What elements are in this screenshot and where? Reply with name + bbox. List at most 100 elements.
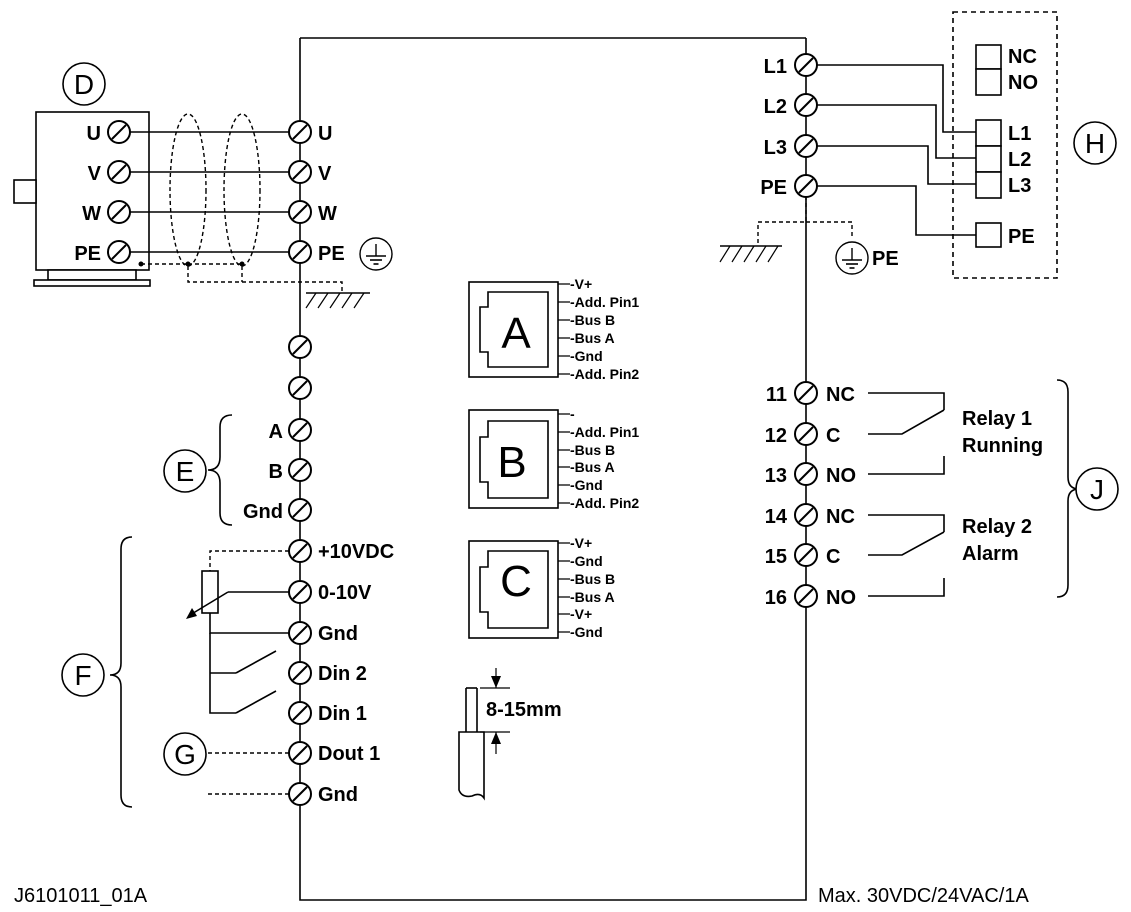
bus-terminal-a: A xyxy=(269,418,312,443)
svg-text:C: C xyxy=(826,425,840,447)
relay-terminal-15: 15 C xyxy=(765,543,840,568)
svg-text:L3: L3 xyxy=(764,137,787,159)
relay-1-contact-icon xyxy=(868,392,945,475)
relay-2-contact-icon xyxy=(868,514,945,597)
svg-text:15: 15 xyxy=(765,546,787,568)
bus-terminal-gnd: Gnd xyxy=(243,498,312,523)
svg-text:L3: L3 xyxy=(1008,175,1031,197)
svg-text:L1: L1 xyxy=(764,56,787,78)
motor-terminal-u: U xyxy=(87,120,131,145)
motor-earth-icon xyxy=(359,237,393,271)
svg-text:NC: NC xyxy=(1008,46,1037,68)
svg-text:A: A xyxy=(269,421,283,443)
svg-text:12: 12 xyxy=(765,425,787,447)
power-terminal-l1: L1 xyxy=(764,53,818,78)
svg-text:NO: NO xyxy=(826,587,856,609)
svg-text:-Bus B: -Bus B xyxy=(570,312,615,328)
svg-text:-Gnd: -Gnd xyxy=(570,477,603,493)
power-earth-icon xyxy=(835,241,869,275)
svg-text:Gnd: Gnd xyxy=(318,784,358,806)
svg-text:0-10V: 0-10V xyxy=(318,582,372,604)
io-terminal-0-10v: 0-10V xyxy=(288,580,372,604)
drive-terminal-pe: PE xyxy=(288,240,345,265)
svg-text:-Bus B: -Bus B xyxy=(570,442,615,458)
svg-text:E: E xyxy=(176,456,195,487)
io-terminal-gnd: Gnd xyxy=(288,621,358,645)
spare-terminal-2 xyxy=(288,376,312,400)
svg-text:11: 11 xyxy=(766,384,787,406)
svg-text:Gnd: Gnd xyxy=(318,623,358,645)
callout-e: E xyxy=(163,449,207,493)
document-id: J6101011_01A xyxy=(14,885,148,907)
svg-text:B: B xyxy=(497,438,526,487)
relay-terminal-11: 11 NC xyxy=(766,381,855,406)
chassis-ground-icon xyxy=(305,292,370,309)
svg-text:V: V xyxy=(88,163,102,185)
svg-text:-Bus A: -Bus A xyxy=(570,459,615,475)
svg-text:NC: NC xyxy=(826,506,855,528)
svg-text:PE: PE xyxy=(1008,226,1035,248)
svg-text:-Add. Pin2: -Add. Pin2 xyxy=(570,366,639,382)
svg-text:-Bus B: -Bus B xyxy=(570,571,615,587)
bracket-e xyxy=(207,414,233,526)
svg-text:NC: NC xyxy=(826,384,855,406)
svg-text:D: D xyxy=(74,69,94,100)
drive-terminal-w: W xyxy=(288,200,337,225)
svg-text:-Add. Pin1: -Add. Pin1 xyxy=(570,424,639,440)
svg-text:J: J xyxy=(1090,474,1104,505)
svg-text:V: V xyxy=(318,163,332,185)
svg-text:-: - xyxy=(570,406,575,422)
svg-text:Din 1: Din 1 xyxy=(318,703,367,725)
io-terminal-gnd2: Gnd xyxy=(288,782,358,806)
callout-j: J xyxy=(1075,467,1119,511)
svg-text:NO: NO xyxy=(826,465,856,487)
svg-text:NO: NO xyxy=(1008,72,1038,94)
relay-terminal-16: 16 NO xyxy=(765,584,856,609)
potentiometer-icon xyxy=(186,550,289,634)
io-terminal-dout1: Dout 1 xyxy=(288,741,380,765)
mains-wires xyxy=(817,64,976,236)
power-earth-label: PE xyxy=(872,248,899,270)
svg-text:-Bus A: -Bus A xyxy=(570,330,615,346)
din-switches-icon xyxy=(209,633,277,714)
callout-h: H xyxy=(1073,121,1117,165)
svg-text:F: F xyxy=(74,660,91,691)
svg-text:W: W xyxy=(82,203,101,225)
svg-text:-Add. Pin2: -Add. Pin2 xyxy=(570,495,639,511)
svg-text:U: U xyxy=(87,123,101,145)
motor-terminal-pe: PE xyxy=(74,240,131,265)
svg-text:-Gnd: -Gnd xyxy=(570,553,603,569)
svg-text:C: C xyxy=(500,557,532,606)
svg-text:-Gnd: -Gnd xyxy=(570,348,603,364)
io-terminal-10vdc: +10VDC xyxy=(288,539,394,563)
svg-text:-V+: -V+ xyxy=(570,606,592,622)
svg-text:G: G xyxy=(174,739,196,770)
svg-text:L2: L2 xyxy=(764,96,787,118)
strip-length-label: 8-15mm xyxy=(486,699,562,721)
svg-text:-Add. Pin1: -Add. Pin1 xyxy=(570,294,639,310)
motor xyxy=(13,111,151,287)
motor-terminal-w: W xyxy=(82,200,131,225)
bracket-f xyxy=(109,536,133,808)
relay-terminal-14: 14 NC xyxy=(765,503,855,528)
drive-terminal-v: V xyxy=(288,160,332,185)
connector-b: B - -Add. Pin1 -Bus B -Bus A -Gnd -Add. … xyxy=(468,406,639,511)
io-terminal-din1: Din 1 xyxy=(288,701,367,725)
relay-rating: Max. 30VDC/24VAC/1A xyxy=(818,885,1029,907)
relay-2-label: Relay 2 Alarm xyxy=(962,516,1032,565)
svg-text:PE: PE xyxy=(760,177,787,199)
connector-a: A -V+ -Add. Pin1 -Bus B -Bus A -Gnd -Add… xyxy=(468,276,639,382)
svg-text:-V+: -V+ xyxy=(570,276,592,292)
spare-terminal-1 xyxy=(288,335,312,359)
callout-d: D xyxy=(62,62,106,106)
power-ground-icon xyxy=(719,196,853,263)
svg-text:L2: L2 xyxy=(1008,149,1031,171)
callout-f: F xyxy=(61,653,105,697)
svg-text:Dout 1: Dout 1 xyxy=(318,743,380,765)
motor-terminal-v: V xyxy=(88,160,131,185)
mains-switch: NC NO L1 L2 L3 PE xyxy=(952,11,1058,279)
power-terminal-l3: L3 xyxy=(764,134,818,159)
svg-text:W: W xyxy=(318,203,337,225)
io-terminal-din2: Din 2 xyxy=(288,661,367,685)
